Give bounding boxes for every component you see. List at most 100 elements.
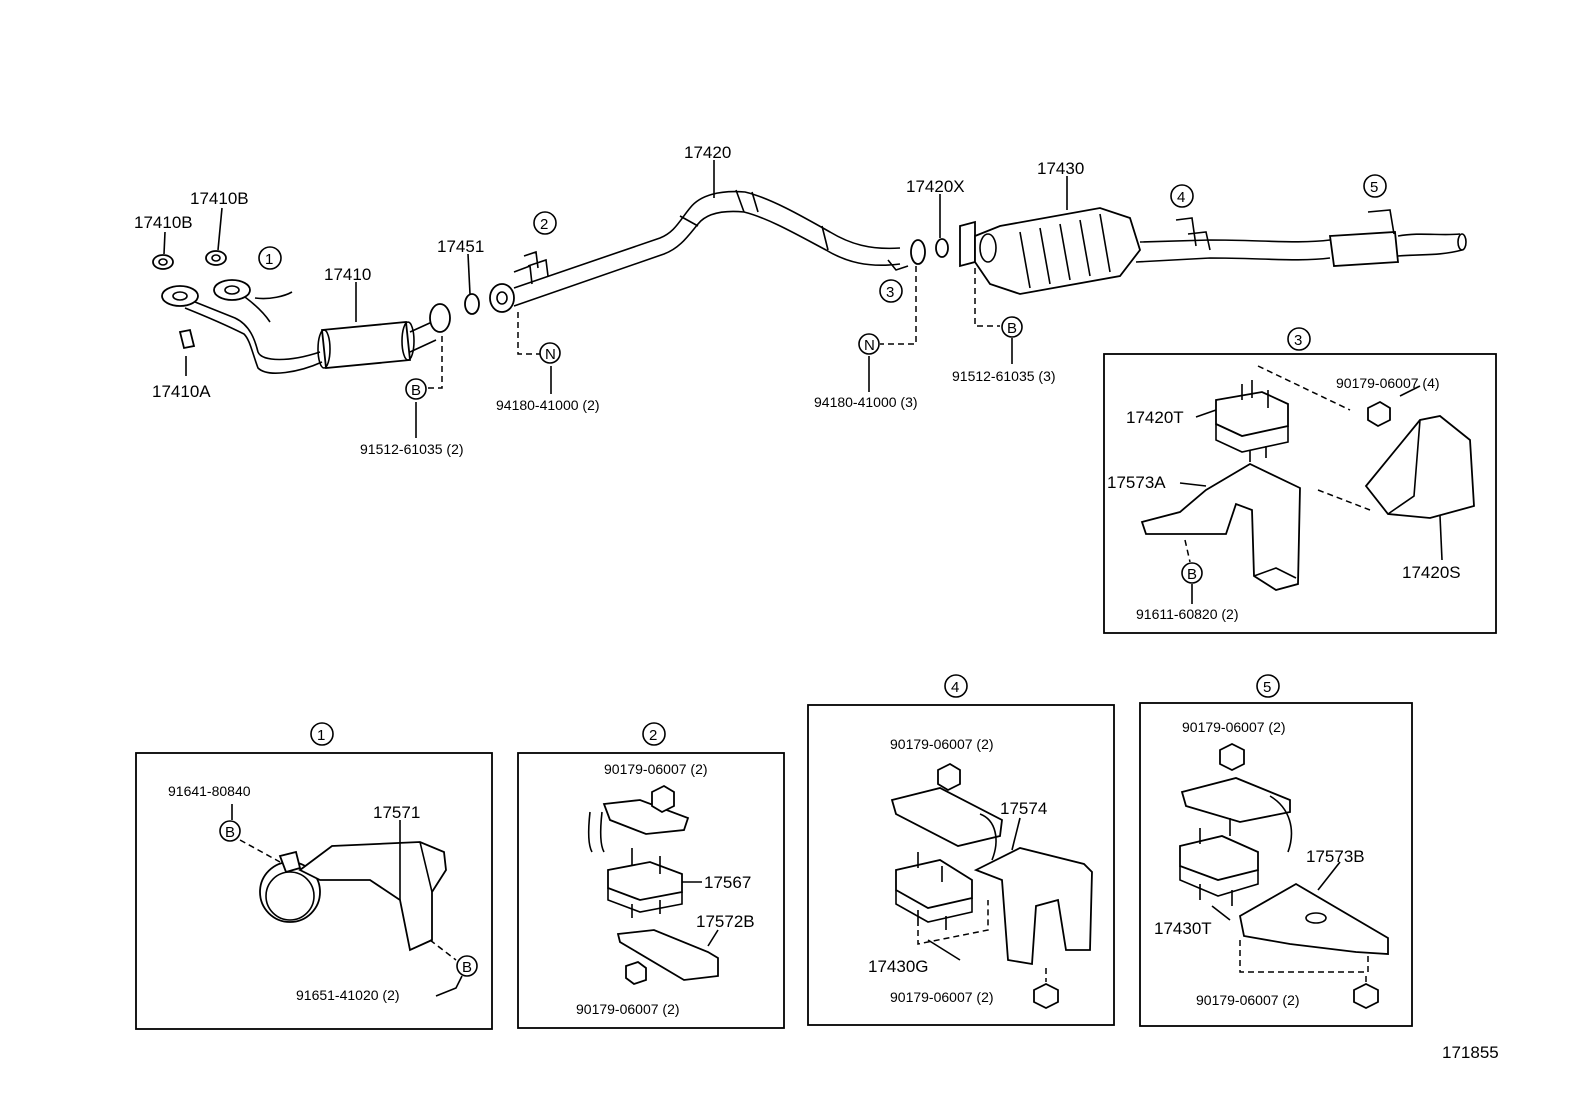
rubber-mount-17567: [607, 861, 683, 901]
front-pipe-lower: [184, 307, 323, 374]
tail-muffler: [1328, 231, 1399, 267]
center-pipe-upper: [513, 190, 901, 289]
svg-text:N: N: [545, 346, 556, 363]
detail-1-group: 1 B B: [135, 722, 493, 1030]
label-17567: 17567: [704, 873, 751, 892]
detail-4-group: 4: [807, 674, 1115, 1026]
label-17410: 17410: [324, 265, 371, 284]
svg-text:B: B: [411, 382, 421, 399]
label-90179-06007-d5-bot: 90179-06007 (2): [1196, 992, 1300, 1008]
marker-1-detail: 1: [310, 722, 334, 746]
label-17420x: 17420X: [906, 177, 965, 196]
svg-text:2: 2: [649, 727, 657, 744]
detail-5-box: [1139, 702, 1413, 1027]
marker-3-detail: 3: [1287, 327, 1311, 351]
label-90179-06007-4: 90179-06007 (4): [1336, 375, 1440, 391]
hanger-plate-detail4: [890, 787, 1003, 847]
hanger-plate-detail2: [602, 799, 690, 835]
bracket-17571: [298, 841, 447, 952]
svg-text:3: 3: [1294, 332, 1302, 349]
marker-n-1: N: [539, 342, 561, 364]
label-17410b-left: 17410B: [134, 213, 193, 232]
marker-b-2: B: [1001, 316, 1023, 338]
nut-bottom-detail5: [1353, 982, 1379, 1010]
marker-2-main: 2: [533, 211, 557, 235]
detail-4-box: [807, 704, 1115, 1026]
svg-text:2: 2: [540, 216, 548, 233]
detail-2-box: [517, 752, 785, 1029]
nut-top-detail4: [937, 762, 961, 792]
figure-id: 171855: [1442, 1043, 1499, 1062]
leader-lines-main: [163, 160, 1068, 438]
exhaust-pipe-assembly: [152, 189, 1467, 374]
svg-text:4: 4: [951, 679, 959, 696]
marker-4-main: 4: [1170, 184, 1194, 208]
svg-text:B: B: [1187, 566, 1197, 583]
label-91512-61035-2: 91512-61035 (2): [360, 441, 464, 457]
hanger-3-bracket: [887, 259, 909, 271]
label-91641-80840: 91641-80840: [168, 783, 251, 799]
main-muffler: [974, 207, 1141, 295]
bracket-17572b: [616, 929, 719, 981]
label-91611-60820-2: 91611-60820 (2): [1136, 606, 1238, 622]
label-17573b: 17573B: [1306, 847, 1365, 866]
detail-3-box: [1103, 353, 1497, 634]
label-90179-06007-d2-top: 90179-06007 (2): [604, 761, 708, 777]
marker-4-detail: 4: [944, 674, 968, 698]
svg-text:B: B: [1007, 320, 1017, 337]
label-90179-06007-d5-top: 90179-06007 (2): [1182, 719, 1286, 735]
label-90179-06007-d2-bot: 90179-06007 (2): [576, 1001, 680, 1017]
marker-5-detail: 5: [1256, 674, 1280, 698]
pipe-segment: [587, 811, 605, 853]
label-17420: 17420: [684, 143, 731, 162]
gasket-17410b-left: [152, 254, 174, 270]
muffler-inlet-flange: [959, 220, 976, 268]
label-17572b: 17572B: [696, 912, 755, 931]
manifold-flange-right: [213, 279, 251, 301]
gasket-17420x: [935, 238, 949, 258]
center-pipe-outlet-flange: [910, 239, 926, 265]
marker-3-main: 3: [879, 279, 903, 303]
svg-text:5: 5: [1370, 179, 1378, 196]
gasket-17410b-right: [205, 250, 227, 266]
svg-text:1: 1: [317, 727, 325, 744]
detail-2-group: 2: [517, 722, 785, 1029]
label-17420s: 17420S: [1402, 563, 1461, 582]
detail-5-group: 5: [1139, 674, 1413, 1027]
front-pipe-branch2: [254, 291, 293, 300]
marker-1-main: 1: [258, 246, 282, 270]
nut-17410a: [178, 328, 196, 350]
marker-5-main: 5: [1363, 174, 1387, 198]
bracket-17420s: [1364, 415, 1475, 519]
label-17451: 17451: [437, 237, 484, 256]
marker-2-detail: 2: [642, 722, 666, 746]
marker-b-1: B: [405, 378, 427, 400]
rubber-mount-17430g: [895, 859, 973, 909]
manifold-flange-left: [161, 285, 199, 307]
hanger-plate-detail5: [1180, 777, 1291, 823]
label-17410a: 17410A: [152, 382, 211, 401]
label-90179-06007-d4-top: 90179-06007 (2): [890, 736, 994, 752]
marker-b-detail1b: B: [456, 955, 478, 977]
label-94180-41000-3: 94180-41000 (3): [814, 394, 918, 410]
svg-text:5: 5: [1263, 679, 1271, 696]
rubber-mount-17420t: [1215, 391, 1289, 437]
svg-text:N: N: [864, 337, 875, 354]
nut-top-detail5: [1219, 742, 1245, 772]
label-17573a: 17573A: [1107, 473, 1166, 492]
center-pipe-lower: [513, 210, 901, 307]
rubber-mount-17430t: [1179, 835, 1259, 881]
label-17571: 17571: [373, 803, 420, 822]
label-91651-41020-2: 91651-41020 (2): [296, 987, 400, 1003]
label-17430t: 17430T: [1154, 919, 1212, 938]
label-94180-41000-2: 94180-41000 (2): [496, 397, 600, 413]
hanger-5-bracket: [1367, 209, 1395, 235]
nut-90179-06007-detail3: [1367, 400, 1391, 428]
nut-top-detail2: [651, 784, 675, 814]
detail-1-box: [135, 752, 493, 1030]
marker-n-2: N: [858, 333, 880, 355]
label-90179-06007-d4-bot: 90179-06007 (2): [890, 989, 994, 1005]
marker-b-detail1a: B: [219, 820, 241, 842]
hanger-2-bracket: [513, 250, 549, 285]
